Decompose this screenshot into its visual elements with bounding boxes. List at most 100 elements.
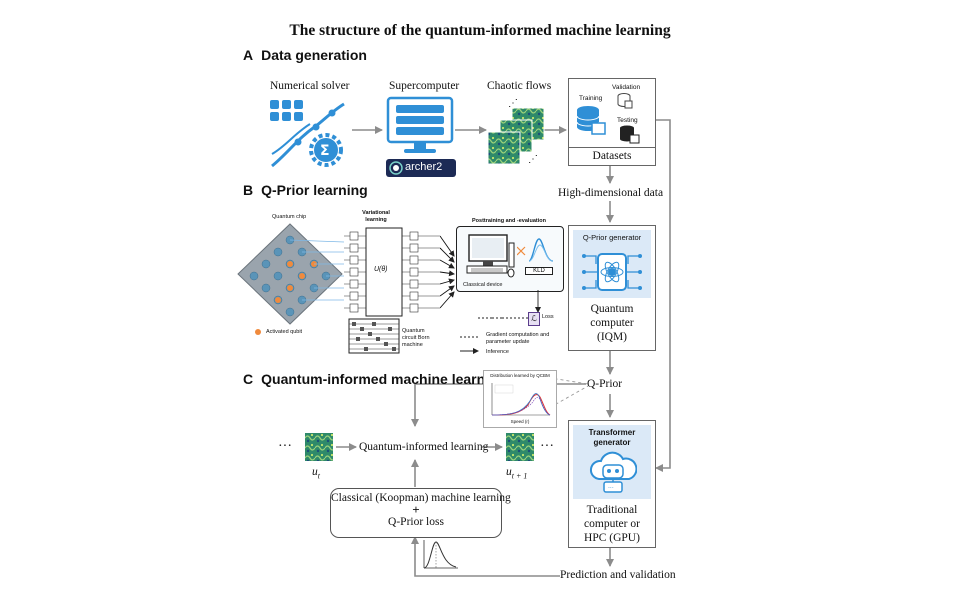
traditional-line3: HPC (GPU) (584, 532, 640, 544)
feedback-arrows (477, 290, 541, 320)
qprior-generator-panel: Q-Prior generator (573, 230, 651, 298)
loss-label: Loss (542, 314, 554, 320)
archer2-logo: archer2 (386, 159, 456, 177)
svg-text:Σ: Σ (320, 143, 330, 159)
svg-text:···: ··· (608, 485, 614, 492)
svg-text:⋰: ⋰ (508, 98, 518, 109)
training-db-icon (576, 106, 606, 135)
qcbm-distribution-inset: Distribution learned by QCBM Speed (r) (483, 370, 557, 428)
ut-subscript: t (317, 471, 320, 481)
quantum-chip-icon (582, 253, 642, 291)
circuit-output-arrows (440, 235, 455, 309)
testing-db-icon (620, 125, 640, 144)
robot-cloud-icon: ··· (590, 451, 637, 493)
plus-sign: + (412, 502, 420, 517)
ut-symbol: u (312, 466, 318, 478)
ellipsis-right: ··· (540, 439, 554, 454)
kld-box: KLD (525, 267, 553, 275)
datasets-label: Datasets (569, 147, 655, 162)
quantum-computer-line3: (IQM) (596, 331, 628, 343)
qcbm-circuit-grid (348, 318, 400, 354)
classical-ml-box: Classical (Koopman) machine learning + Q… (330, 488, 511, 538)
qcbm-line3: machine (402, 342, 423, 348)
ut1-label: ut + 1 (506, 466, 527, 480)
ut-label: ut (312, 466, 320, 480)
posttraining-label: Posttraining and -evaluation (472, 218, 546, 224)
ut1-subscript: t + 1 (511, 471, 528, 481)
variational-line2: learning (365, 217, 387, 223)
svg-text:⋰: ⋰ (528, 154, 538, 165)
validation-label: Validation (612, 84, 641, 91)
transformer-generator-panel: Transformer generator ··· (573, 425, 651, 499)
classical-device-label: Classical device (463, 282, 503, 288)
distribution-compare-icon (517, 238, 554, 262)
section-a-letter: A (243, 47, 254, 63)
testing-label: Testing (617, 117, 638, 124)
qcbm-line1: Quantum (402, 328, 425, 334)
qprior-generator-label: Q-Prior generator (582, 233, 642, 242)
quantum-computer-box: Q-Prior generator Quantum computer (IQM) (568, 225, 656, 351)
supercomputer-label: Supercomputer (389, 80, 460, 92)
section-a-label: Data generation (261, 47, 367, 63)
quantum-computer-line1: Quantum (590, 303, 634, 315)
inference-label: Inference (486, 349, 509, 355)
prediction-validation-label: Prediction and validation (560, 569, 676, 581)
archer-target-icon (389, 161, 403, 175)
traditional-computer-label: Traditional computer or HPC (GPU) (569, 503, 655, 545)
ellipsis-left: ··· (278, 439, 292, 454)
gradient-line1: Gradient computation and (486, 332, 550, 338)
high-dim-data-label: High-dimensional data (558, 187, 664, 199)
activated-qubit-dot (255, 329, 261, 335)
arrow-datasets-loop (654, 119, 671, 472)
section-b-letter: B (243, 182, 254, 198)
transformer-line2: generator (593, 438, 631, 447)
qprior-label: Q-Prior (587, 378, 623, 390)
loss-box: ℒ (528, 312, 540, 326)
quantum-chip-diagram (237, 223, 344, 325)
legend-lines (460, 336, 480, 354)
activated-qubit-label: Activated qubit (266, 329, 303, 335)
unitary-circuit (344, 227, 440, 317)
quantum-computer-line2: computer (590, 317, 634, 329)
traditional-line1: Traditional (586, 504, 638, 516)
traditional-computer-box: Transformer generator ··· Traditional co… (568, 420, 656, 548)
quantum-computer-label: Quantum computer (IQM) (569, 302, 655, 344)
flow-snapshot-ut (305, 433, 333, 461)
training-label: Training (579, 95, 603, 102)
section-c-header: C Quantum-informed machine learning (243, 371, 506, 387)
transformer-line1: Transformer (588, 428, 636, 437)
section-c-letter: C (243, 371, 254, 387)
variational-line1: Variational (362, 210, 390, 216)
arrow-prediction-to-classical (411, 536, 560, 577)
posttraining-box: Classical device KLD (456, 226, 564, 292)
transformer-generator-label: Transformer generator (573, 428, 651, 448)
supercomputer-icon (386, 96, 454, 153)
unitary-label: U(θ) (374, 266, 388, 273)
numerical-solver-icon: Σ (270, 100, 345, 168)
inset-title: Distribution learned by QCBM (490, 373, 550, 378)
classical-device-icon (466, 234, 515, 278)
flow-snapshot-ut1 (506, 433, 534, 461)
section-c-label: Quantum-informed machine learning (261, 371, 507, 387)
traditional-line2: computer or (584, 518, 640, 530)
ut1-symbol: u (506, 466, 512, 478)
numerical-solver-label: Numerical solver (270, 80, 350, 92)
qcbm-line2: circuit Born (402, 335, 430, 341)
gradient-label: Gradient computation and parameter updat… (486, 332, 549, 346)
chaotic-flows-label: Chaotic flows (487, 80, 552, 92)
inset-plot (491, 383, 551, 416)
archer2-text: archer2 (405, 161, 443, 173)
gradient-line2: parameter update (486, 339, 530, 345)
qprior-learning-panel: Quantum chip Activated qubit Variational… (232, 206, 564, 358)
quantum-chip-label: Quantum chip (272, 214, 307, 220)
quantum-informed-learning-label: Quantum-informed learning (359, 441, 489, 453)
classical-ml-label: Classical (Koopman) machine learning (331, 492, 511, 504)
validation-db-icon (617, 93, 633, 109)
figure-title: The structure of the quantum-informed ma… (289, 22, 671, 39)
prediction-distribution-icon (423, 540, 458, 569)
datasets-box: Validation Training Testing Datasets (568, 78, 656, 166)
variational-learning-label: Variational learning (354, 210, 398, 224)
qcbm-label: Quantum circuit Born machine (402, 328, 430, 349)
